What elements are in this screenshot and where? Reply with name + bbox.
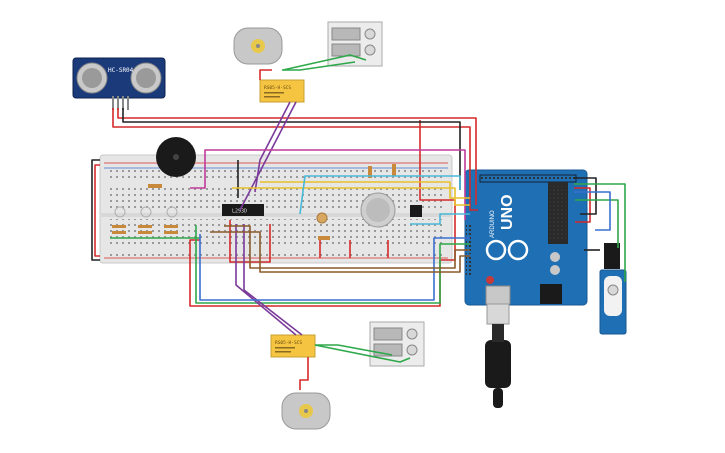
resistors [148, 164, 396, 240]
gas-sensor[interactable] [360, 192, 396, 228]
servo-motor[interactable] [599, 243, 627, 335]
piezo-buzzer[interactable] [156, 137, 196, 177]
relay-top[interactable]: RS05-H-SCS [259, 79, 305, 103]
dc-motor-bottom[interactable] [281, 392, 331, 430]
relay-top-label: RS05-H-SCS [264, 85, 291, 91]
arduino-brand: UNO [499, 194, 516, 230]
arduino-uno[interactable]: UNO ARDUINO [464, 169, 588, 306]
battery-pack-top[interactable] [327, 21, 383, 67]
relay-bottom[interactable]: RS05-H-SCS [270, 334, 316, 358]
led-array[interactable] [112, 206, 178, 234]
breadboard[interactable] [99, 154, 453, 264]
l293d-chip[interactable]: L293D [222, 204, 264, 216]
arduino-maker: ARDUINO [490, 210, 496, 238]
ultrasonic-sensor[interactable]: HC-SR04 [72, 57, 166, 110]
sonar-label: HC-SR04 [108, 67, 134, 74]
relay-bottom-label: RS05-H-SCS [275, 340, 302, 346]
power-plug[interactable] [485, 303, 511, 408]
l293d-label: L293D [232, 209, 247, 215]
temperature-sensor[interactable] [410, 205, 422, 217]
photoresistor[interactable] [316, 212, 328, 224]
wires [91, 54, 626, 390]
dc-motor-top[interactable] [233, 27, 283, 65]
battery-pack-bottom[interactable] [369, 321, 425, 367]
